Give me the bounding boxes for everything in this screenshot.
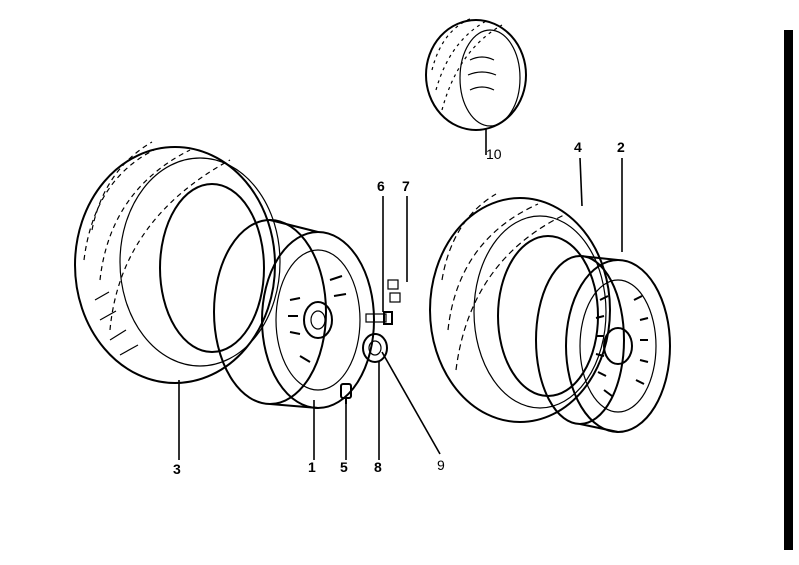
callout-8: 8 — [374, 459, 382, 475]
wheel-bolt-illustration — [365, 311, 393, 325]
callout-10: 10 — [486, 146, 502, 162]
tyre-right-illustration — [429, 193, 611, 423]
callout-7: 7 — [402, 178, 410, 194]
steel-rim-illustration — [213, 219, 375, 409]
valve-stem-illustration — [340, 383, 352, 404]
callout-5: 5 — [340, 459, 348, 475]
callout-4: 4 — [574, 139, 582, 155]
callout-1: 1 — [308, 459, 316, 475]
balance-weights-illustration — [387, 279, 401, 303]
hub-cap-illustration — [362, 333, 388, 363]
callout-6: 6 — [377, 178, 385, 194]
callout-9: 9 — [437, 457, 445, 473]
callout-2: 2 — [617, 139, 625, 155]
page-edge-bar — [784, 30, 793, 550]
spare-tyre-illustration — [425, 17, 527, 131]
callout-3: 3 — [173, 461, 181, 477]
alloy-rim-illustration — [535, 255, 671, 433]
tyre-left-illustration — [74, 141, 281, 384]
